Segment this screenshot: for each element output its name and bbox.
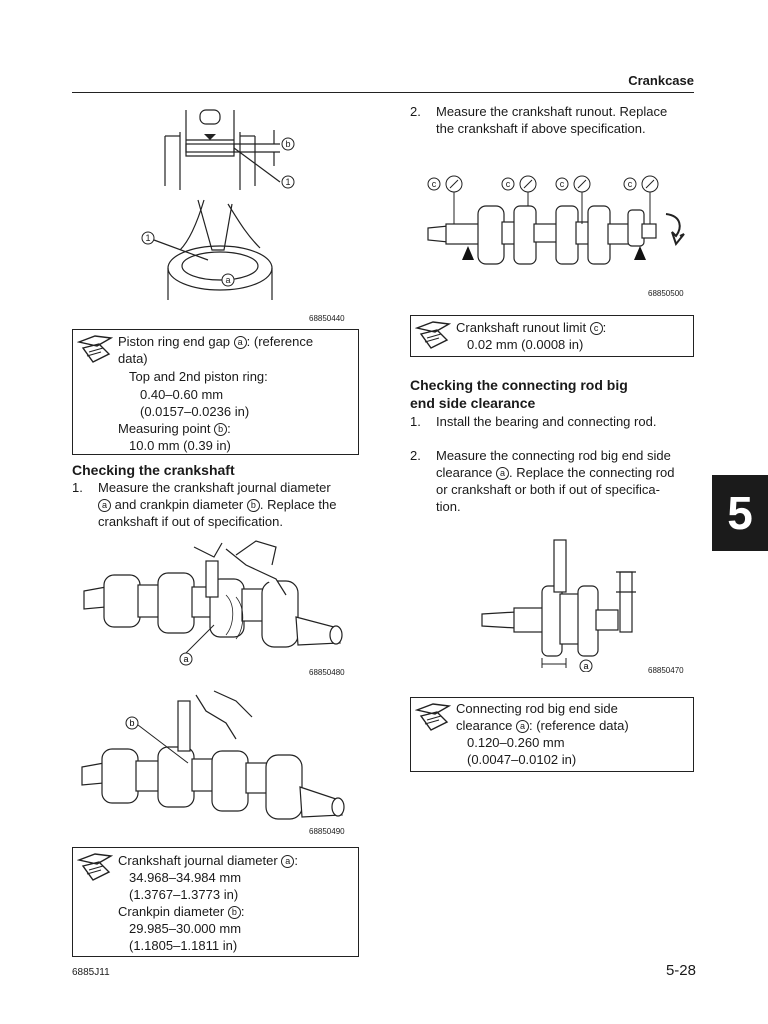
marker-a: a bbox=[183, 654, 188, 664]
crankpin-diameter-figure: b bbox=[81, 690, 345, 820]
spec-box-crank-diameters: Crankshaft journal diameter a: 34.968–34… bbox=[72, 847, 359, 957]
figure-number: 68850440 bbox=[309, 314, 345, 323]
heading-conrod-clearance: Checking the connecting rod big bbox=[410, 377, 628, 393]
spec-box-conrod-clearance: Connecting rod big end side clearance a:… bbox=[410, 697, 694, 772]
figure-number: 68850480 bbox=[309, 668, 345, 677]
marker-b: b bbox=[285, 139, 290, 149]
marker-a: a bbox=[583, 661, 588, 671]
marker-1: 1 bbox=[285, 177, 290, 187]
caliper-spec-icon bbox=[77, 853, 113, 881]
marker-a: a bbox=[225, 275, 230, 285]
marker-c: c bbox=[506, 179, 511, 189]
caliper-spec-icon bbox=[77, 335, 113, 363]
marker-c: c bbox=[560, 179, 565, 189]
figure-number: 68850470 bbox=[648, 666, 684, 675]
journal-diameter-figure: a bbox=[83, 540, 343, 666]
section-title: Crankcase bbox=[628, 73, 694, 88]
crankshaft-runout-figure: c c c c bbox=[427, 175, 685, 265]
caliper-spec-icon bbox=[415, 321, 451, 349]
spec-box-runout: Crankshaft runout limit c: 0.02 mm (0.00… bbox=[410, 315, 694, 357]
figure-number: 68850490 bbox=[309, 827, 345, 836]
caliper-spec-icon bbox=[415, 703, 451, 731]
heading-checking-crankshaft: Checking the crankshaft bbox=[72, 462, 235, 478]
footer-code: 6885J11 bbox=[72, 967, 110, 978]
page-number: 5-28 bbox=[665, 962, 696, 979]
chapter-tab: 5 bbox=[712, 475, 768, 551]
header-rule bbox=[72, 92, 694, 93]
spec-box-ring-gap: Piston ring end gap a: (reference data) … bbox=[72, 329, 359, 455]
marker-c: c bbox=[432, 179, 437, 189]
conrod-clearance-figure: a bbox=[481, 539, 636, 672]
marker-b: b bbox=[129, 718, 134, 728]
piston-ring-gap-figure: b 1 1 a bbox=[141, 109, 295, 300]
marker-1: 1 bbox=[145, 233, 150, 243]
marker-c: c bbox=[628, 179, 633, 189]
figure-number: 68850500 bbox=[648, 289, 684, 298]
